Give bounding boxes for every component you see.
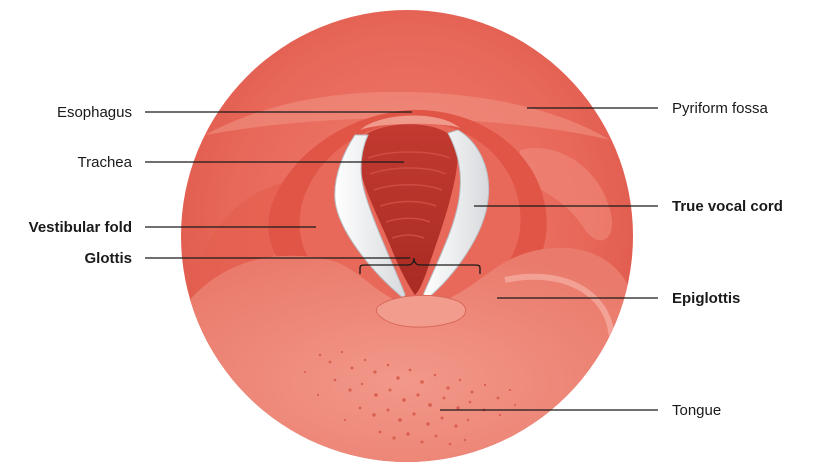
labels: Esophagus Trachea Vestibular fold Glotti… — [29, 100, 783, 419]
trachea-rings — [367, 151, 451, 239]
glottis-bracket — [359, 257, 481, 274]
leader-lines — [145, 107, 658, 411]
label-trachea: Trachea — [78, 154, 133, 171]
label-esophagus: Esophagus — [57, 104, 132, 121]
label-true-vocal-cord: True vocal cord — [672, 198, 783, 215]
larynx-view — [181, 10, 633, 462]
epiglottis-tip — [376, 295, 467, 328]
label-glottis: Glottis — [85, 250, 133, 267]
label-pyriform-fossa: Pyriform fossa — [672, 100, 769, 117]
tongue-base — [181, 247, 633, 462]
tongue-speckles — [304, 350, 516, 446]
label-epiglottis: Epiglottis — [672, 290, 740, 307]
label-vestibular-fold: Vestibular fold — [29, 219, 132, 236]
label-tongue: Tongue — [672, 402, 721, 419]
posterior-rim — [360, 115, 460, 130]
right-fold-shading — [520, 148, 612, 241]
trachea-opening — [357, 124, 458, 295]
